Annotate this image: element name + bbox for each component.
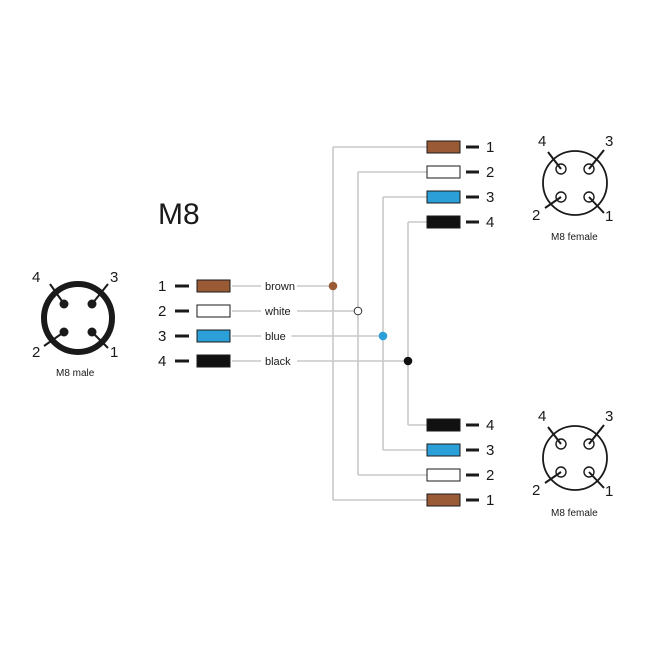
female-bottom-pin-1-label: 1 xyxy=(605,483,613,500)
junction-dot-brown xyxy=(328,281,338,291)
junction-dot-blue xyxy=(378,331,388,341)
wire-label-bg xyxy=(261,278,297,292)
bottom-pin-number-4: 4 xyxy=(486,417,494,434)
male-pin-1-label: 1 xyxy=(110,344,118,361)
left-pin-number-3: 3 xyxy=(158,328,166,345)
top-color-bar-blue xyxy=(426,190,461,204)
wire-layer: 1 brown 2 white 3 blue 4 black 1 2 3 4 1 2 3 4 xyxy=(158,139,494,509)
bottom-pin-number-1: 1 xyxy=(486,492,494,509)
female-bottom-pin-3-label: 3 xyxy=(605,408,613,425)
left-pin-number-2: 2 xyxy=(158,303,166,320)
wire-label-blue: blue xyxy=(265,331,286,343)
top-color-bar-white xyxy=(426,165,461,179)
male-pin-4-label: 4 xyxy=(32,269,40,286)
left-pin-number-1: 1 xyxy=(158,278,166,295)
wire-label-black: black xyxy=(265,356,291,368)
wire-label-bg xyxy=(261,353,297,367)
bottom-pin-number-3: 3 xyxy=(486,442,494,459)
bottom-color-bar-white xyxy=(426,468,461,482)
m8-male-connector: 4 3 2 1 M8 male xyxy=(32,269,118,379)
junction-dot-white xyxy=(353,306,363,316)
bottom-color-bar-blue xyxy=(426,443,461,457)
male-pin-3-label: 3 xyxy=(110,269,118,286)
m8-female-connector-bottom: 4 3 2 1 M8 female xyxy=(532,408,613,519)
diagram-title: M8 xyxy=(158,198,200,231)
male-caption: M8 male xyxy=(56,368,95,379)
bottom-pin-number-2: 2 xyxy=(486,467,494,484)
female-bottom-caption: M8 female xyxy=(551,508,598,519)
top-color-bar-black xyxy=(426,215,461,229)
female-bottom-pin-4-label: 4 xyxy=(538,408,546,425)
female-top-pin-3-label: 3 xyxy=(605,133,613,150)
female-top-pin-2-label: 2 xyxy=(532,207,540,224)
left-color-bar-blue xyxy=(196,329,231,343)
left-pin-number-4: 4 xyxy=(158,353,166,370)
left-color-bar-white xyxy=(196,304,231,318)
top-pin-number-1: 1 xyxy=(486,139,494,156)
junction-dot-black xyxy=(403,356,413,366)
top-pin-number-4: 4 xyxy=(486,214,494,231)
female-top-pin-4-label: 4 xyxy=(538,133,546,150)
male-pin-2-label: 2 xyxy=(32,344,40,361)
wire-label-white: white xyxy=(264,306,291,318)
bottom-color-bar-black xyxy=(426,418,461,432)
female-top-pin-1-label: 1 xyxy=(605,208,613,225)
wire-label-brown: brown xyxy=(265,281,295,293)
top-pin-number-3: 3 xyxy=(486,189,494,206)
top-pin-number-2: 2 xyxy=(486,164,494,181)
bottom-color-bar-brown xyxy=(426,493,461,507)
female-bottom-pin-2-label: 2 xyxy=(532,482,540,499)
female-top-caption: M8 female xyxy=(551,232,598,243)
top-color-bar-brown xyxy=(426,140,461,154)
wire-label-bg xyxy=(261,303,297,317)
left-color-bar-brown xyxy=(196,279,231,293)
left-color-bar-black xyxy=(196,354,231,368)
m8-female-connector-top: 4 3 2 1 M8 female xyxy=(532,133,613,243)
wire-label-bg xyxy=(261,328,292,342)
